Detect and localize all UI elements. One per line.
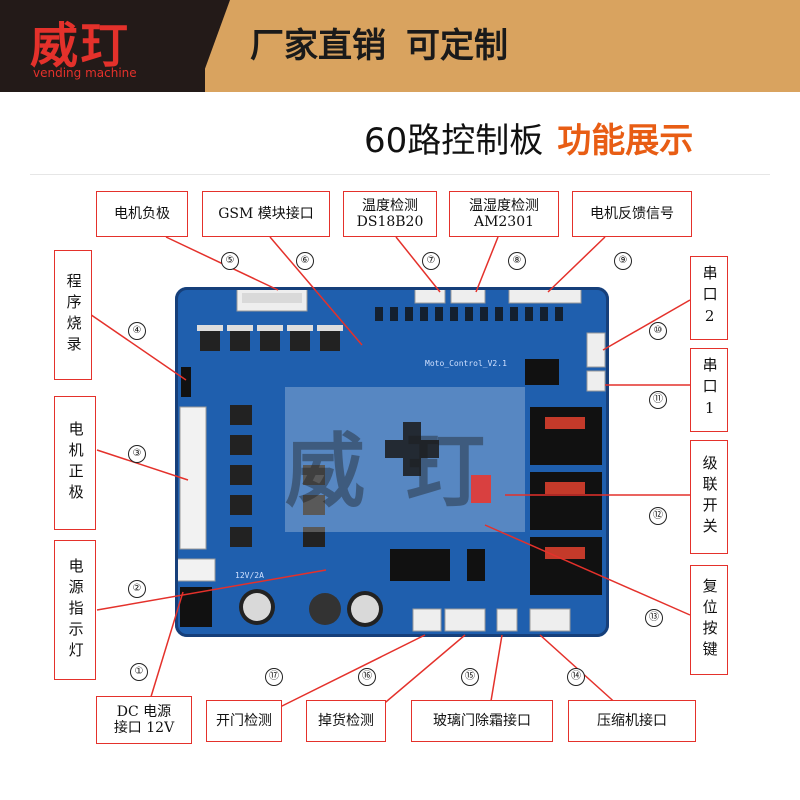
label-serial-2: 串口2: [690, 256, 728, 340]
marker-6: ⑥: [296, 252, 314, 270]
label-humidity-line1: 温湿度检测: [469, 197, 539, 214]
slogan-factory-direct: 厂家直销: [250, 26, 386, 66]
board-components: [154, 284, 606, 632]
divider: [30, 174, 770, 175]
label-serial-1: 串口1: [690, 348, 728, 432]
marker-8: ⑧: [508, 252, 526, 270]
control-board-image: Moto_Control_V2.1 12V/2A 威玎: [154, 284, 609, 637]
brand-subtitle: vending machine: [33, 66, 137, 80]
board-silkscreen: Moto_Control_V2.1: [425, 359, 507, 368]
label-dc-power-line2: 接口 12V: [113, 720, 175, 736]
label-door-detect: 开门检测: [206, 700, 282, 742]
marker-2: ②: [128, 580, 146, 598]
label-program-burn: 程序烧录: [54, 250, 92, 380]
label-glass-defrost: 玻璃门除霜接口: [411, 700, 553, 742]
label-temperature: 温度检测 DS18B20: [343, 191, 437, 237]
marker-12: ⑫: [649, 507, 667, 525]
label-dc-power-line1: DC 电源: [116, 703, 172, 720]
marker-7: ⑦: [422, 252, 440, 270]
label-compressor: 压缩机接口: [568, 700, 696, 742]
label-humidity-line2: AM2301: [473, 214, 535, 230]
label-motor-feedback: 电机反馈信号: [572, 191, 692, 237]
marker-17: ⑰: [265, 668, 283, 686]
label-reset-button: 复位按键: [690, 565, 728, 675]
label-temperature-line2: DS18B20: [356, 214, 424, 230]
marker-9: ⑨: [614, 252, 632, 270]
header-banner: 威玎 vending machine 厂家直销可定制: [0, 0, 800, 92]
label-motor-negative: 电机负极: [96, 191, 188, 237]
marker-15: ⑮: [461, 668, 479, 686]
marker-14: ⑭: [567, 668, 585, 686]
label-motor-positive: 电机正极: [54, 396, 96, 530]
label-humidity: 温湿度检测 AM2301: [449, 191, 559, 237]
marker-4: ④: [128, 322, 146, 340]
slogan-customizable: 可定制: [406, 26, 508, 66]
label-drop-detect: 掉货检测: [306, 700, 386, 742]
marker-3: ③: [128, 445, 146, 463]
watermark: 威玎: [285, 424, 525, 518]
marker-16: ⑯: [358, 668, 376, 686]
label-cascade-switch: 级联开关: [690, 440, 728, 554]
title-prefix: 60路控制板: [364, 121, 544, 161]
brand-logo: 威玎: [30, 18, 131, 74]
label-dc-power: DC 电源 接口 12V: [96, 696, 192, 744]
slogan: 厂家直销可定制: [250, 18, 528, 67]
title-highlight: 功能展示: [557, 121, 694, 161]
marker-10: ⑩: [649, 322, 667, 340]
label-temperature-line1: 温度检测: [362, 197, 418, 214]
marker-11: ⑪: [649, 391, 667, 409]
banner-gold-panel: [205, 0, 800, 92]
label-power-indicator: 电源指示灯: [54, 540, 96, 680]
voltage-mark: 12V/2A: [235, 571, 264, 580]
page-title: 60路控制板功能展示: [364, 113, 693, 162]
marker-1: ①: [130, 663, 148, 681]
marker-13: ⑬: [645, 609, 663, 627]
label-gsm-interface: GSM 模块接口: [202, 191, 330, 237]
marker-5: ⑤: [221, 252, 239, 270]
